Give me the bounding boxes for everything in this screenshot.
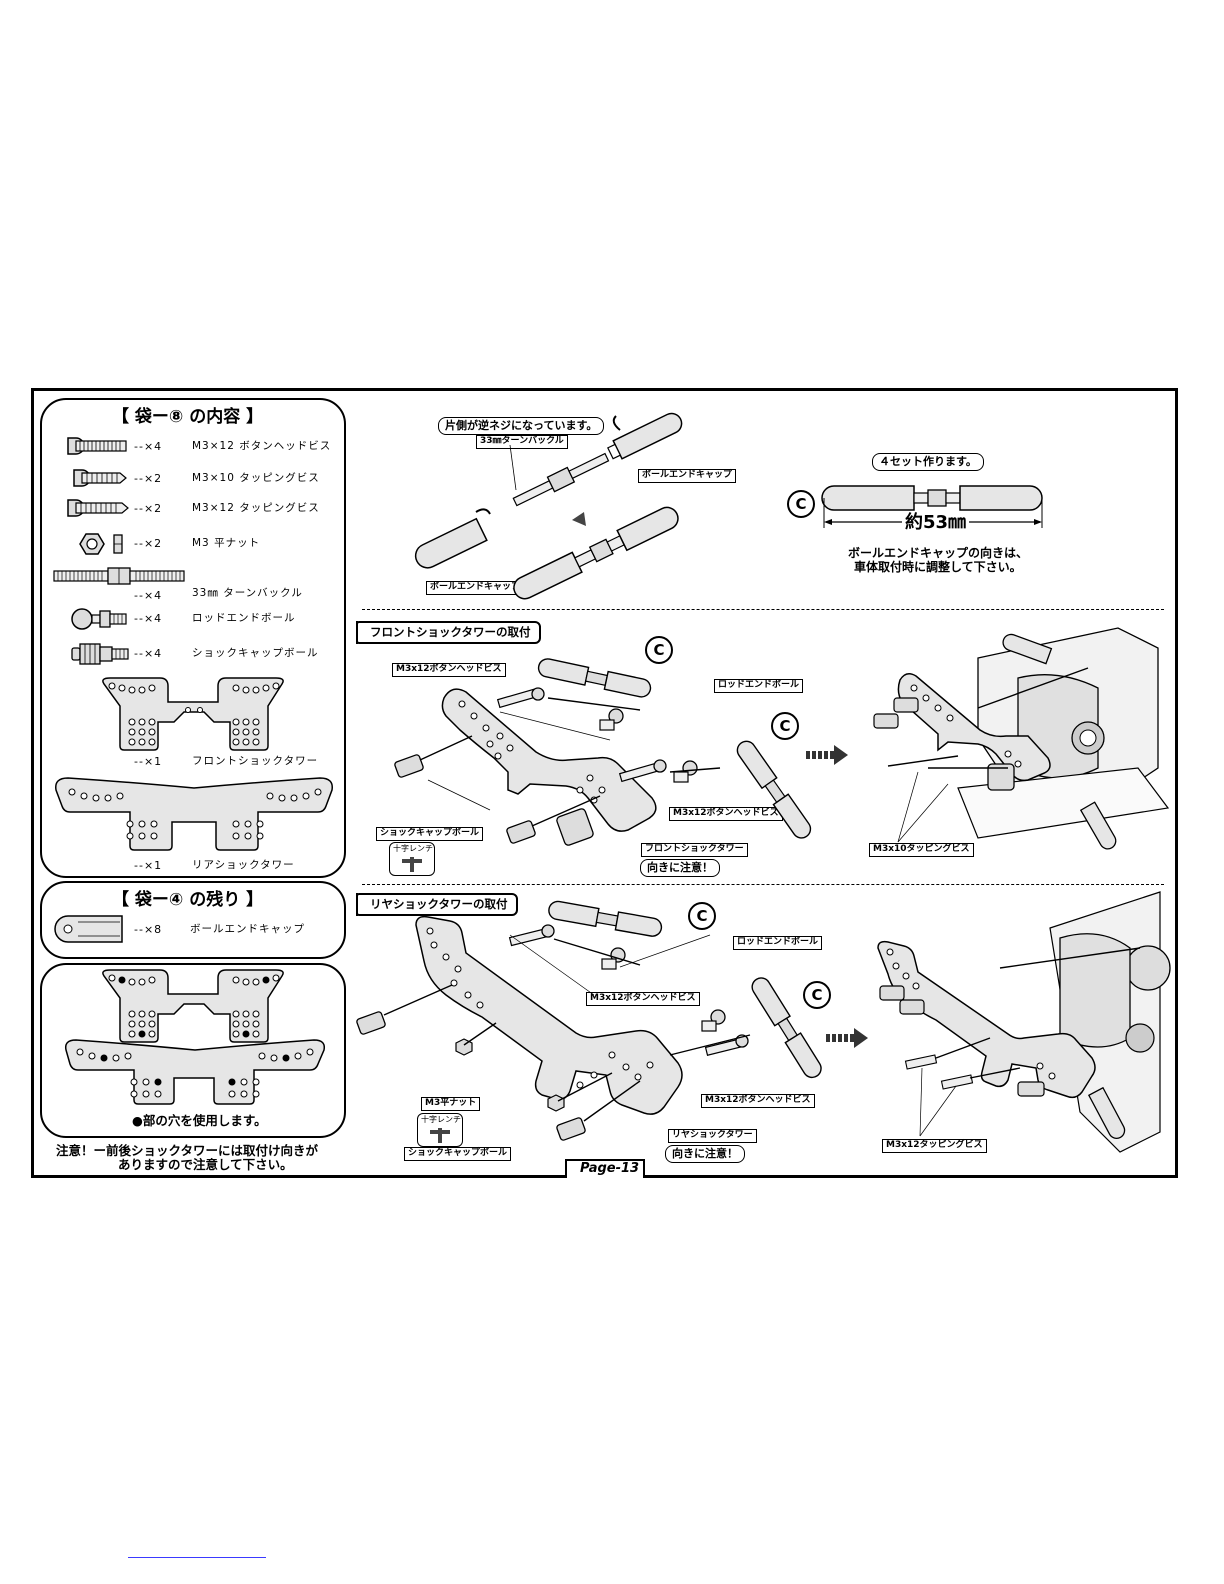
bag8-count-6: --×4 <box>134 612 163 625</box>
tapping-screw-long-icon <box>67 499 129 517</box>
footer-link-underline[interactable] <box>128 1557 266 1558</box>
bag4-name-1: ボールエンドキャップ <box>190 923 305 935</box>
rear-cross-wrench: 十字レンチ <box>417 1113 463 1147</box>
assembled-rod-diagram <box>821 485 1043 528</box>
bag8-count-9: --×1 <box>134 859 163 872</box>
front-button-screw-label-b: M3x12ボタンヘッドビス <box>669 807 783 821</box>
warning-line-1: 注意！ー前後ショックタワーには取付け向きが <box>56 1143 319 1158</box>
holes-usage-panel <box>40 963 346 1138</box>
rear-section-title: リヤショックタワーの取付 <box>356 893 518 916</box>
front-installed-chassis-diagram <box>873 627 1170 850</box>
front-tower-holes-icon <box>102 969 284 1043</box>
turnbuckle-label: 33㎜ターンバックル <box>476 435 568 449</box>
button-head-screw-icon <box>67 437 127 455</box>
front-shock-tower-icon <box>102 677 284 751</box>
length-label: 約53㎜ <box>902 514 970 532</box>
bag8-name-7: ショックキャップボール <box>192 647 319 659</box>
front-cross-wrench-label: 十字レンチ <box>393 844 433 853</box>
rear-flat-nut-label: M3平ナット <box>421 1097 481 1111</box>
bag8-count-3: --×2 <box>134 502 163 515</box>
bag8-count-4: --×2 <box>134 537 163 550</box>
marker-c-front-2: C <box>771 712 799 740</box>
rear-shock-tower-exploded-diagram <box>356 900 822 1141</box>
holes-note: ●部の穴を使用します。 <box>132 1113 267 1128</box>
bag8-count-2: --×2 <box>134 472 163 485</box>
rod-end-ball-icon <box>71 608 127 630</box>
bag8-name-4: M3 平ナット <box>192 537 261 549</box>
adjust-note-1: ボールエンドキャップの向きは、 <box>848 546 1029 560</box>
bag8-name-5: 33㎜ ターンバックル <box>192 587 303 599</box>
marker-c-front-1: C <box>645 636 673 664</box>
bag4-title: 【 袋ー④ の残り 】 <box>112 890 264 910</box>
marker-c-rear-2: C <box>803 981 831 1009</box>
tapping-screw-short-icon <box>73 469 127 487</box>
bag4-contents-panel <box>40 881 346 959</box>
front-direction-note: 向きに注意！ <box>640 859 720 878</box>
front-cross-wrench: 十字レンチ <box>389 842 435 876</box>
flat-nut-icon <box>79 533 123 555</box>
bag8-name-1: M3×12 ボタンヘッドビス <box>192 440 332 452</box>
bag4-count-1: --×8 <box>134 923 163 936</box>
bag8-name-3: M3×12 タッピングビス <box>192 502 320 514</box>
bag8-count-1: --×4 <box>134 440 163 453</box>
rear-installed-chassis-diagram <box>877 891 1171 1153</box>
marker-c-top: C <box>787 490 815 518</box>
page-label-box <box>565 1159 645 1178</box>
front-shock-cap-ball-label: ショックキャップボール <box>376 827 484 841</box>
front-button-screw-label-a: M3x12ボタンヘッドビス <box>392 663 506 677</box>
rear-direction-note: 向きに注意！ <box>665 1145 745 1164</box>
section-divider-2 <box>362 884 1164 885</box>
bag8-count-8: --×1 <box>134 755 163 768</box>
rear-cross-wrench-label: 十字レンチ <box>421 1115 461 1124</box>
rear-tapping-screw-label: M3x12タッピングビス <box>882 1139 987 1153</box>
ball-end-cap-label-left: ボールエンドキャップ <box>426 581 525 595</box>
section-divider-1 <box>362 609 1164 610</box>
front-shock-tower-exploded-diagram <box>394 658 812 846</box>
bag8-contents-panel <box>40 398 346 878</box>
front-rod-end-ball-label: ロッドエンドボール <box>714 679 804 693</box>
bag8-title: 【 袋ー⑧ の内容 】 <box>112 407 264 427</box>
bag8-name-6: ロッドエンドボール <box>192 612 296 624</box>
bag8-name-8: フロントショックタワー <box>192 755 319 767</box>
rear-rod-end-ball-label: ロッドエンドボール <box>733 936 823 950</box>
cross-wrench-icon <box>402 857 422 872</box>
marker-c-rear-1: C <box>688 902 716 930</box>
rear-shock-cap-ball-label: ショックキャップボール <box>404 1147 512 1161</box>
bag8-name-9: リアショックタワー <box>192 859 295 871</box>
rear-button-screw-label-a: M3x12ボタンヘッドビス <box>586 992 700 1006</box>
ball-end-cap-icon <box>54 915 123 943</box>
front-next-step-arrow-icon <box>806 745 848 765</box>
turnbuckle-assembly-diagram <box>414 412 683 600</box>
ball-end-cap-label-right: ボールエンドキャップ <box>638 469 737 483</box>
reverse-thread-note: 片側が逆ネジになっています。 <box>438 417 605 436</box>
front-section-title: フロントショックタワーの取付 <box>356 621 541 644</box>
rear-shock-tower-icon <box>55 777 333 851</box>
rear-tower-holes-icon <box>64 1039 326 1105</box>
rear-tower-label: リヤショックタワー <box>668 1129 757 1143</box>
rear-next-step-arrow-icon <box>826 1028 868 1048</box>
front-tapping-screw-label: M3x10タッピングビス <box>869 843 974 857</box>
cross-wrench-icon <box>430 1128 450 1143</box>
make-four-sets-note: ４セット作ります。 <box>872 453 984 472</box>
bag8-count-7: --×4 <box>134 647 163 660</box>
shock-cap-ball-icon <box>71 643 129 665</box>
front-tower-label: フロントショックタワー <box>641 843 748 857</box>
page-label: Page-13 <box>580 1161 640 1176</box>
turnbuckle-icon <box>53 567 185 585</box>
bag8-name-2: M3×10 タッピングビス <box>192 472 320 484</box>
rear-button-screw-label-b: M3x12ボタンヘッドビス <box>701 1094 815 1108</box>
warning-line-2: ありますので注意して下さい。 <box>118 1157 293 1172</box>
adjust-note-2: 車体取付時に調整して下さい。 <box>854 560 1022 574</box>
bag8-count-5: --×4 <box>134 589 163 602</box>
